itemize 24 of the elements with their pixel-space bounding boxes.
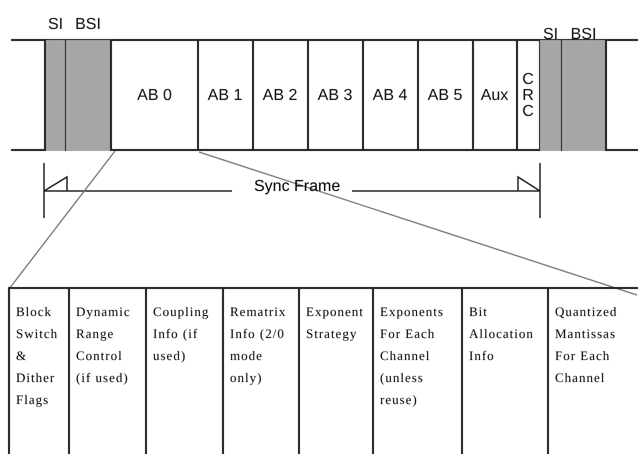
- block-label: AB 3: [318, 86, 352, 104]
- cell-text: Exponent Strategy: [306, 304, 364, 341]
- cell-text: Block Switch & Dither Flags: [16, 304, 58, 407]
- cell-text: Rematrix Info (2/0 mode only): [230, 304, 286, 385]
- cell-text: Exponents For Each Channel (unless reuse): [380, 304, 444, 407]
- expansion-line: [198, 151, 638, 296]
- field-label: BSI: [570, 26, 596, 44]
- block-label: AB 4: [372, 86, 408, 104]
- cell-text: Quantized Mantissas For Each Channel: [555, 304, 618, 385]
- block-label: AB 1: [208, 86, 242, 104]
- dimension-label: Sync Frame: [254, 178, 340, 196]
- cell-text: Dynamic Range Control (if used): [76, 304, 131, 385]
- block-label: AB 5: [428, 86, 462, 104]
- block-label: CRC: [521, 72, 535, 120]
- cell-text: Bit Allocation Info: [469, 304, 534, 363]
- expansion-line: [8, 150, 116, 290]
- block-label: AB 0: [137, 86, 172, 104]
- block-label: AB 2: [262, 86, 298, 104]
- block-label: Aux: [480, 86, 508, 104]
- field-label: BSI: [75, 16, 101, 34]
- field-table: [8, 287, 638, 454]
- field-label: SI: [48, 16, 64, 34]
- field-label: SI: [542, 26, 558, 44]
- cell-text: Coupling Info (if used): [153, 304, 210, 363]
